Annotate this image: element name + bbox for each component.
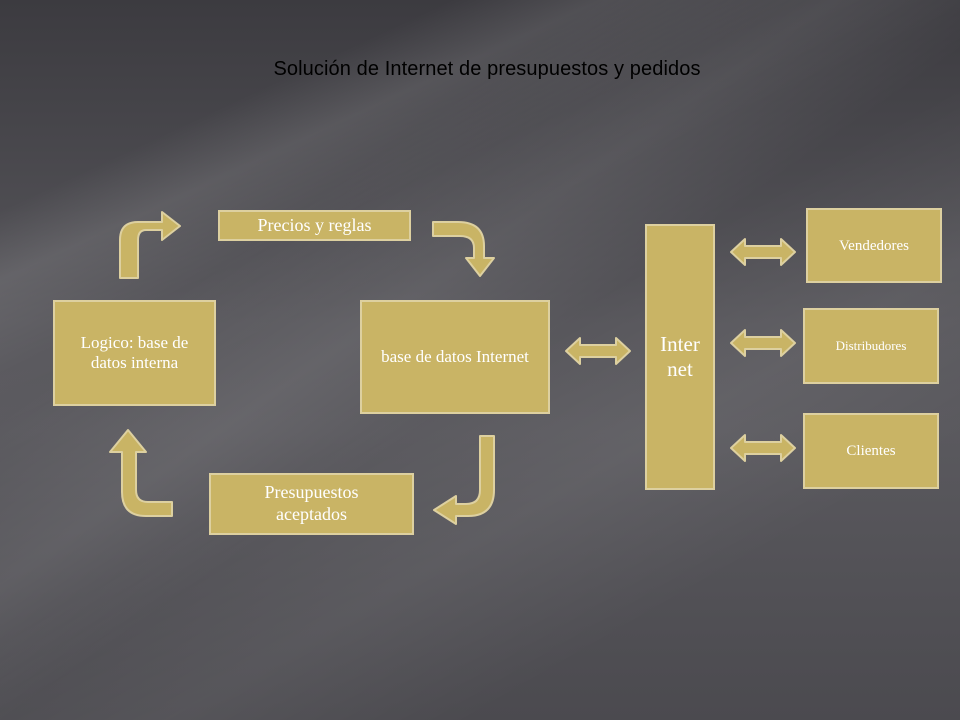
node-vendedores: Vendedores: [806, 208, 942, 283]
node-label: Presupuestos aceptados: [264, 482, 359, 524]
curved-arrow-right-down: [432, 221, 495, 277]
curved-arrow-up-right: [119, 211, 181, 279]
double-arrow-bd-internet: [565, 337, 631, 365]
curved-arrow-left-up: [109, 429, 173, 517]
node-label: base de datos Internet: [381, 346, 529, 366]
curved-arrow-down-left: [433, 435, 495, 525]
node-label: Internet: [660, 331, 700, 381]
node-precios-y-reglas: Precios y reglas: [218, 210, 411, 241]
node-internet: Internet: [645, 224, 715, 490]
node-distribudores: Distribudores: [803, 308, 939, 384]
double-arrow-distribudores: [730, 329, 796, 357]
node-label: Clientes: [846, 443, 896, 459]
slide-title: Solución de Internet de presupuestos y p…: [273, 58, 701, 80]
node-logico-base-datos-interna: Logico: base de datos interna: [53, 300, 216, 406]
node-label: Logico: base de datos interna: [80, 332, 189, 372]
node-clientes: Clientes: [803, 413, 939, 489]
node-presupuestos-aceptados: Presupuestos aceptados: [209, 473, 414, 535]
node-label: Distribudores: [835, 338, 907, 354]
double-arrow-vendedores: [730, 238, 796, 266]
double-arrow-clientes: [730, 434, 796, 462]
node-label: Precios y reglas: [257, 214, 372, 235]
node-label: Vendedores: [839, 237, 909, 254]
node-base-datos-internet: base de datos Internet: [360, 300, 550, 414]
